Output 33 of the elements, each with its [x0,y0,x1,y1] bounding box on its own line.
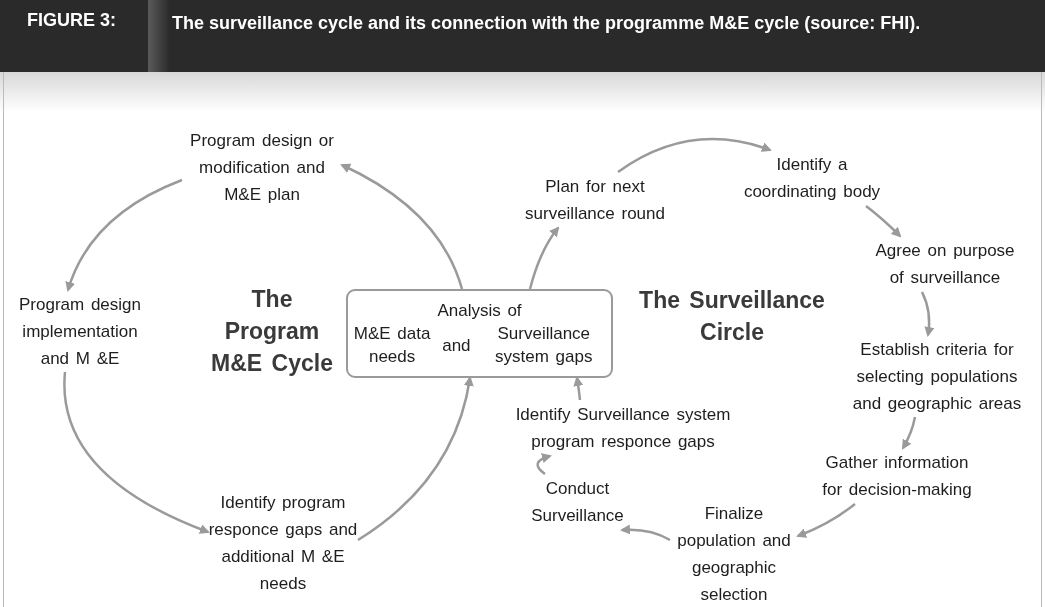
step-text: Identify program responce gaps and additional M &E needs [208,492,358,595]
node-text: Analysis of [436,300,523,322]
curved-arrow [920,291,935,337]
step-text: Identify Surveillance system program responce gaps [514,404,732,453]
curved-arrow [65,178,183,292]
curved-arrow [573,376,584,401]
curved-arrow [865,205,902,238]
cycle-heading: The Surveillance Circle [638,286,826,347]
step-text: Plan for next surveillance round [524,176,666,225]
step-text: Finalize population and geographic selection [676,503,792,606]
node-text: and [442,334,471,357]
node-text: M&E data needs [352,323,432,368]
step-text: Program design or modification and M&E plan [189,129,335,206]
step-text: Gather information for decision-making [822,452,972,501]
cycle-heading: The Program M&E Cycle [210,285,334,378]
step-text: Conduct Surveillance [530,478,625,527]
figure-title: The surveillance cycle and its connection with the programme M&E cycle (source: FHI). [172,12,922,35]
analysis-box [346,289,613,378]
step-text: Program design implementation and M &E [18,293,142,370]
curved-arrow [340,163,464,290]
step-text: Agree on purpose of surveillance [875,240,1015,289]
curved-arrow [796,503,856,538]
curved-arrow [357,376,474,542]
curved-arrow [528,226,560,290]
curved-arrow [620,524,671,542]
curved-arrow [63,371,210,534]
node-text: Surveillance system gaps [494,323,594,368]
step-text: Establish criteria for selecting populations and geographic areas [851,338,1023,415]
step-text: Identify a coordinating body [742,154,882,203]
curved-arrow [536,453,552,475]
curved-arrow [901,416,917,450]
figure-number: FIGURE 3: [27,10,116,31]
curved-arrow [617,137,772,174]
